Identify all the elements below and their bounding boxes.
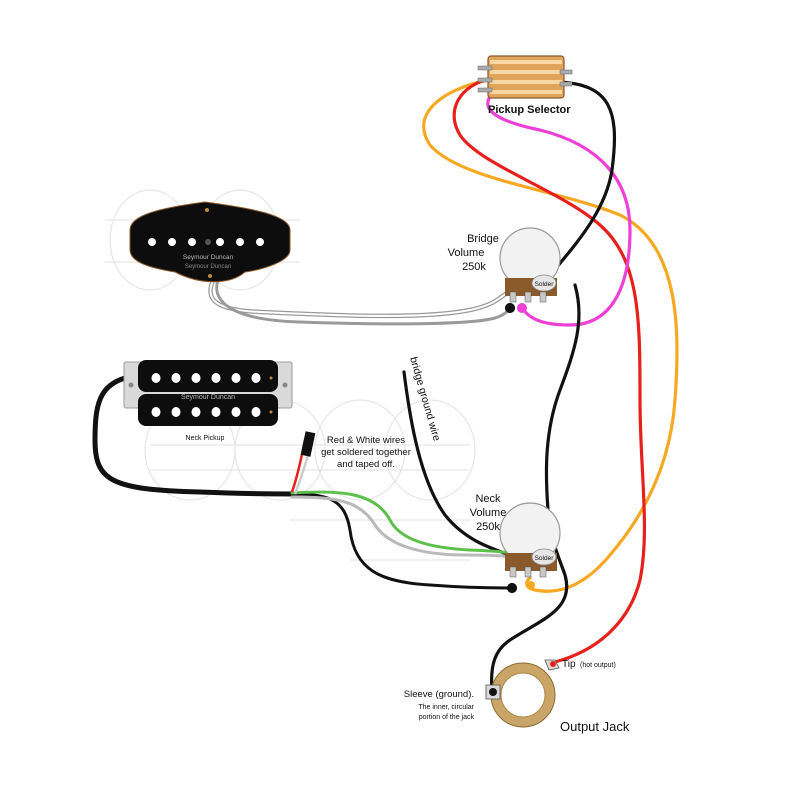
wire-black-selector [546, 80, 616, 280]
red-white-note-2: get soldered together [321, 447, 411, 458]
jack-tip-note: (hot output) [580, 662, 616, 669]
output-jack[interactable] [485, 659, 560, 728]
wire-neck-pickup-cable [92, 372, 295, 497]
wire-bridge-pickup-ground [215, 278, 512, 326]
neck-volume-label-3: 250k [476, 521, 500, 533]
pickup-selector-label: Pickup Selector [488, 104, 571, 116]
neck-volume-label-1: Neck [475, 493, 501, 505]
neck-ground-solder-point [507, 583, 517, 593]
red-white-note-1: Red & White wires [327, 435, 405, 446]
tape-wrap [300, 431, 316, 457]
wire-black-ground-run [489, 283, 581, 692]
bridge-pickup-brand-2: Seymour Duncan [185, 264, 231, 270]
wire-green [290, 490, 514, 555]
neck-volume-solder-label: Solder [535, 555, 555, 562]
jack-sleeve-label: Sleeve (ground). [404, 689, 474, 700]
wire-bridge-pickup-lead-inner [209, 279, 509, 317]
neck-pickup-brand: Seymour Duncan [181, 394, 235, 401]
jack-sleeve-note-2: portion of the jack [419, 714, 475, 721]
neck-pickup[interactable] [123, 360, 293, 426]
jack-tip-label: Tip [562, 659, 576, 670]
bridge-volume-label-3: 250k [462, 261, 486, 273]
pickup-selector[interactable] [477, 55, 573, 99]
bridge-volume-label-1: Bridge [467, 233, 499, 245]
wire-neck-black [290, 492, 514, 590]
red-white-note-3: and taped off. [337, 459, 395, 470]
neck-volume-pot[interactable] [499, 502, 561, 593]
bridge-volume-solder-label: Solder [535, 281, 555, 288]
jack-sleeve-note-1: The inner, circular [418, 704, 474, 711]
neck-pickup-caption: Neck Pickup [186, 435, 225, 442]
bridge-volume-label-2: Volume [448, 247, 485, 259]
output-jack-label: Output Jack [560, 719, 630, 734]
wire-gray [290, 495, 514, 559]
bridge-pickup[interactable] [129, 201, 291, 283]
bridge-volume-pot[interactable] [499, 227, 561, 313]
wire-magenta [486, 92, 632, 327]
neck-volume-label-2: Volume [470, 507, 507, 519]
wire-orange [422, 78, 679, 593]
bridge-ground-solder-point [505, 303, 515, 313]
bridge-pickup-brand: Seymour Duncan [183, 254, 234, 261]
wire-bridge-ground [402, 370, 512, 557]
wire-red [452, 76, 647, 664]
